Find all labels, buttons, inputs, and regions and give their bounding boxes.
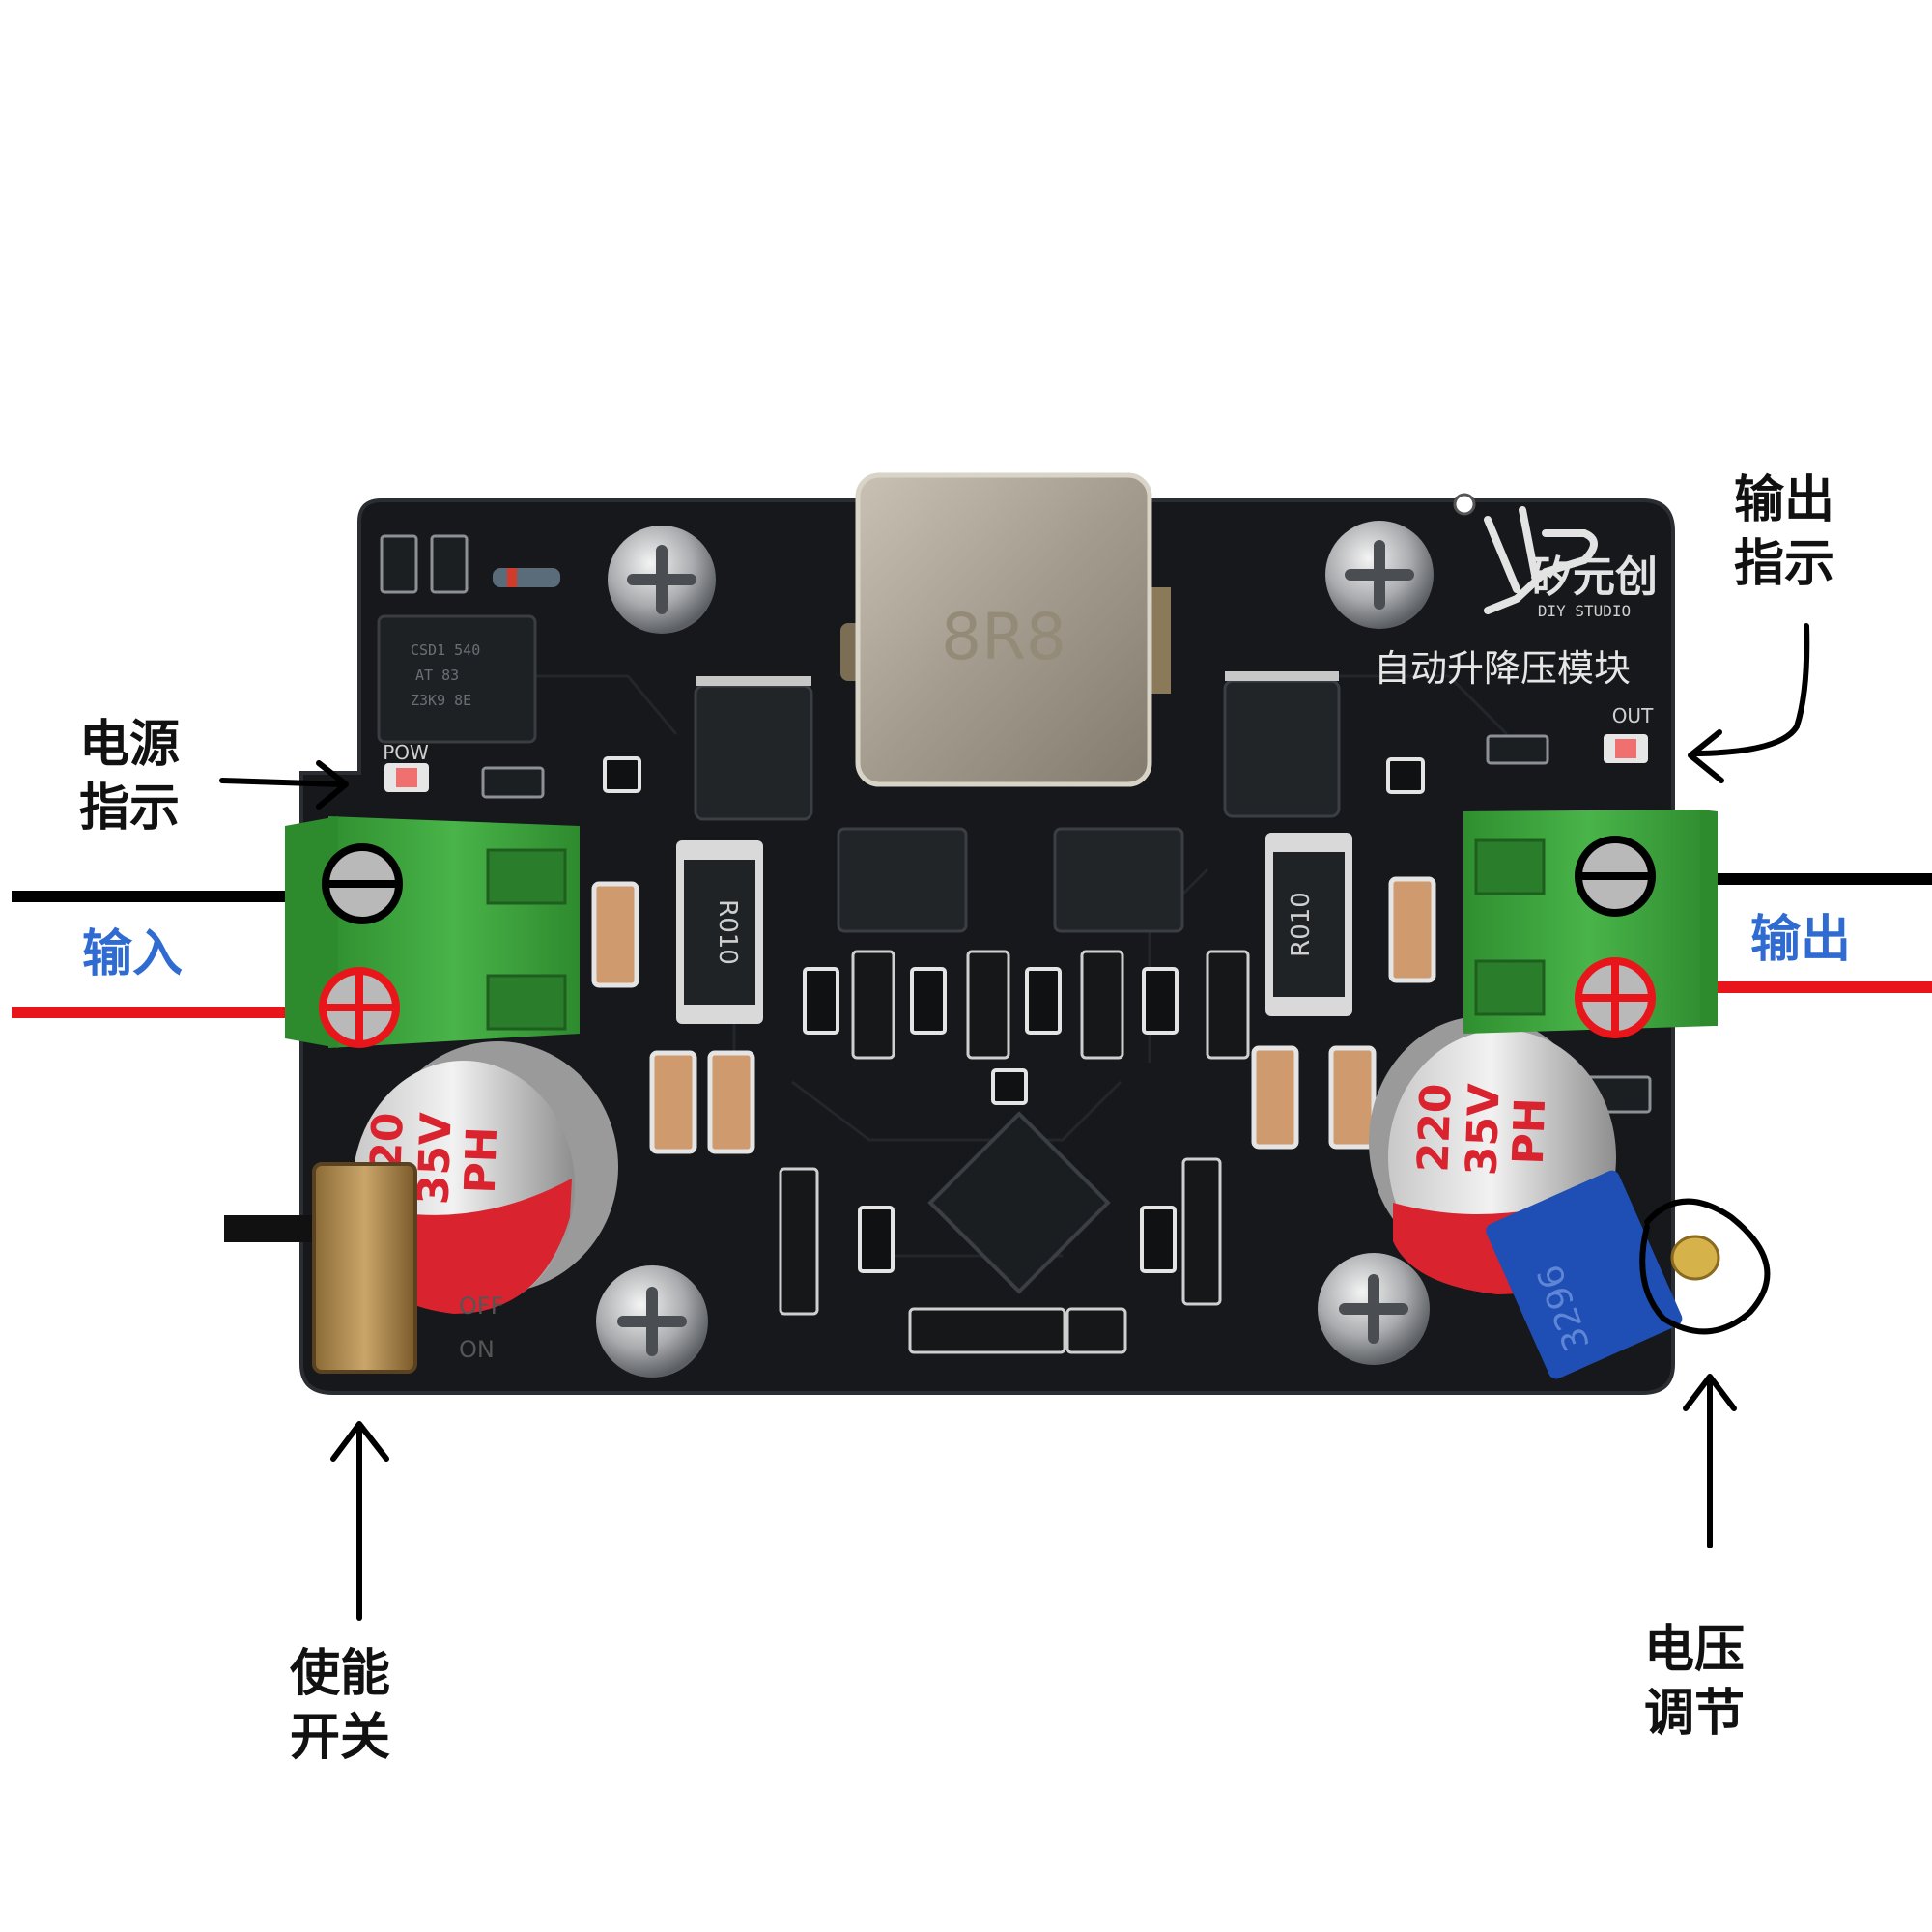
callout-voltage-adjust-line2: 调节 (1644, 1685, 1746, 1743)
minus-terminal-icon (322, 843, 403, 924)
chip-marking-line3: Z3K9 8E (411, 692, 471, 709)
brand-en: DIY STUDIO (1538, 602, 1631, 620)
brand-logo: 矽元创 DIY STUDIO (1484, 506, 1658, 620)
callout-voltage-adjust: 电压 调节 (1644, 1618, 1745, 1746)
mounting-hole (1453, 493, 1476, 516)
shunt-resistor-right: R010 (1265, 833, 1352, 1016)
plus-terminal-icon (1575, 957, 1656, 1038)
callout-output-indicator-line1: 输出 (1734, 471, 1835, 529)
screw-top-right (1325, 521, 1434, 629)
callout-power-indicator-line2: 指示 (79, 780, 181, 838)
callout-voltage-adjust-line1: 电压 (1644, 1621, 1746, 1679)
callout-output-indicator: 输出 指示 (1734, 469, 1834, 596)
callout-power-indicator: 电源 指示 (79, 713, 180, 840)
controller-chip-qfn (927, 1111, 1111, 1294)
cap-right-value: 220 (1408, 1083, 1461, 1174)
module-title: 自动升降压模块 (1374, 647, 1631, 690)
cap-left-voltage: 35V (409, 1112, 461, 1206)
plus-terminal-icon (319, 967, 400, 1048)
shunt-resistor-left: R010 (676, 840, 763, 1024)
controller-chip-top-left: CSD1 540 AT 83 Z3K9 8E (377, 614, 537, 744)
output-led: OUT (1604, 704, 1654, 763)
callout-output-indicator-line2: 指示 (1734, 535, 1835, 593)
enable-slide-switch[interactable]: OFF ON (224, 1162, 504, 1374)
chip-marking-line1: CSD1 540 (411, 641, 480, 659)
shunt-marking-left: R010 (713, 899, 742, 965)
arrow-icon (1683, 1374, 1737, 1548)
cap-right-voltage: 35V (1457, 1083, 1509, 1177)
wires (12, 873, 1932, 1018)
output-terminal-block[interactable] (1463, 810, 1718, 1038)
annotation-arrows (219, 623, 1810, 1621)
switch-off-label: OFF (459, 1293, 504, 1320)
screw-bottom-left (596, 1265, 708, 1378)
minus-terminal-icon (1575, 836, 1656, 917)
input-terminal-block[interactable] (285, 816, 580, 1048)
brand-cn: 矽元创 (1530, 553, 1658, 602)
screw-bottom-right (1318, 1253, 1430, 1365)
power-inductor: 8R8 (840, 472, 1171, 787)
pot-highlight-circle (1639, 1198, 1771, 1335)
power-led: POW (383, 741, 429, 792)
callout-output: 输出 (1750, 908, 1851, 972)
pow-label: POW (383, 741, 429, 764)
arrow-icon (330, 1421, 389, 1621)
out-label: OUT (1612, 704, 1654, 727)
arrow-icon (219, 760, 349, 810)
voltage-potentiometer[interactable]: 3296 (1484, 1168, 1720, 1381)
shunt-marking-right: R010 (1287, 892, 1316, 957)
cap-left-series: PH (456, 1126, 507, 1195)
smd-components (380, 534, 1652, 1354)
callout-enable-switch: 使能 开关 (290, 1642, 390, 1770)
callout-input: 输入 (82, 923, 183, 986)
switch-on-label: ON (459, 1336, 495, 1363)
inductor-marking: 8R8 (941, 600, 1066, 674)
mosfets (694, 679, 1341, 933)
callout-output-text: 输出 (1750, 911, 1852, 969)
callout-enable-switch-line2: 开关 (290, 1709, 391, 1767)
callout-enable-switch-line1: 使能 (290, 1645, 391, 1703)
arrow-icon (1688, 623, 1810, 783)
callout-input-text: 输入 (82, 925, 184, 983)
chip-marking-line2: AT 83 (415, 667, 459, 684)
pot-adjust-screw[interactable] (1670, 1235, 1720, 1281)
cap-right-series: PH (1504, 1097, 1555, 1166)
screw-top-left (608, 526, 716, 634)
callout-power-indicator-line1: 电源 (79, 716, 181, 774)
